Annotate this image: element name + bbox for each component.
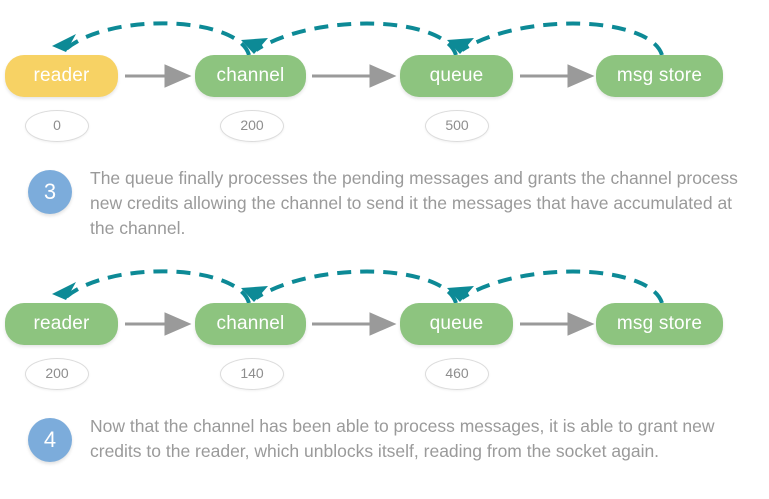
step-3-text: The queue finally processes the pending … [90, 168, 738, 238]
credit-arc-channel-grants-reader [52, 21, 251, 56]
node-queue[interactable]: queue [400, 303, 513, 345]
stage-3-diagram: reader channel queue msg store 0 200 500 [0, 0, 769, 150]
step-number-badge-4: 4 [28, 418, 72, 462]
node-reader[interactable]: reader [5, 303, 118, 345]
credit-arc-msg-store-grants-queue [447, 21, 664, 56]
node-msg-store[interactable]: msg store [596, 303, 723, 345]
credit-badge-channel: 200 [220, 110, 284, 142]
credit-badge-channel: 140 [220, 358, 284, 390]
credit-badge-queue: 460 [425, 358, 489, 390]
step-4-text: Now that the channel has been able to pr… [90, 416, 715, 461]
node-channel[interactable]: channel [195, 55, 306, 97]
node-queue[interactable]: queue [400, 55, 513, 97]
stage-4-diagram: reader channel queue msg store 200 140 4… [0, 248, 769, 398]
credit-arc-queue-grants-channel [241, 21, 458, 56]
credit-badge-reader: 0 [25, 110, 89, 142]
credit-arc-queue-grants-channel [241, 269, 458, 304]
node-channel[interactable]: channel [195, 303, 306, 345]
credit-arc-channel-grants-reader [52, 269, 251, 304]
step-number-badge-3: 3 [28, 170, 72, 214]
node-reader[interactable]: reader [5, 55, 118, 97]
credit-arc-msg-store-grants-queue [447, 269, 664, 304]
credit-badge-reader: 200 [25, 358, 89, 390]
node-msg-store[interactable]: msg store [596, 55, 723, 97]
credit-badge-queue: 500 [425, 110, 489, 142]
